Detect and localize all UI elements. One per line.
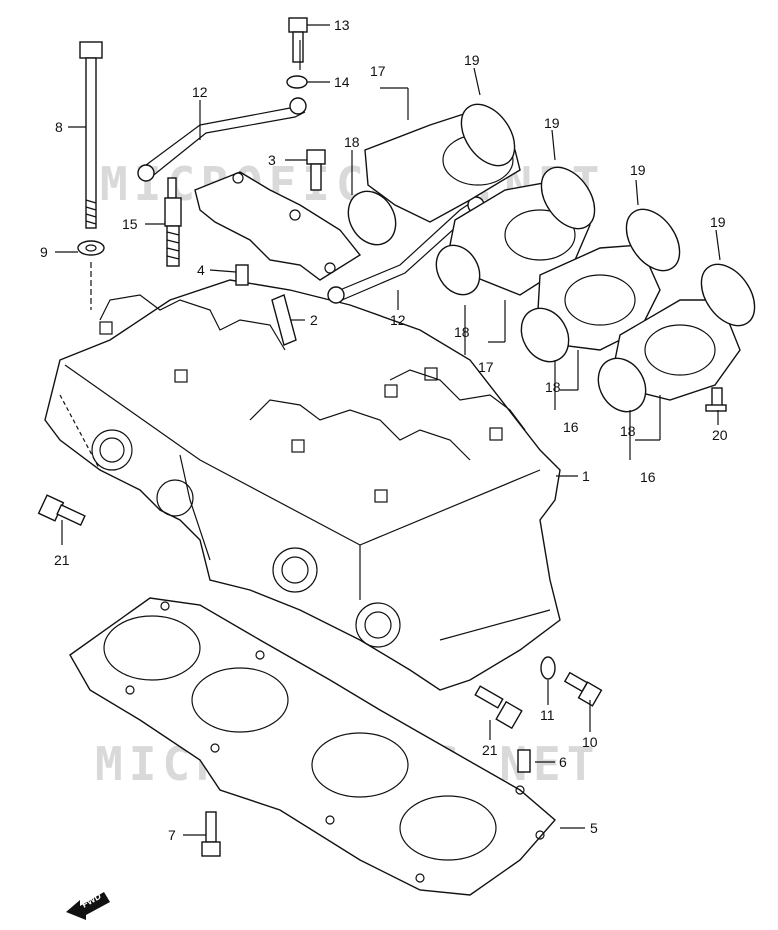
cam-holder bbox=[194, 171, 362, 281]
callout-12-top: 12 bbox=[192, 84, 208, 100]
o-ring-18-b bbox=[435, 244, 481, 296]
clamp-19-a bbox=[460, 103, 516, 167]
bolt-10 bbox=[563, 671, 603, 707]
dowel-pin-6 bbox=[517, 749, 531, 773]
washer-9 bbox=[77, 240, 105, 256]
callout-17-top: 17 bbox=[370, 63, 386, 79]
callout-19-c: 19 bbox=[630, 162, 646, 178]
callout-19-d: 19 bbox=[710, 214, 726, 230]
bolt-3 bbox=[306, 149, 326, 191]
callout-1: 1 bbox=[582, 468, 590, 484]
cylinder-head bbox=[44, 279, 561, 691]
leader-lines bbox=[55, 24, 721, 836]
breather-pipe-upper bbox=[137, 97, 307, 182]
callout-9: 9 bbox=[40, 244, 48, 260]
oil-guide-2 bbox=[271, 294, 297, 346]
callout-18-b: 18 bbox=[454, 324, 470, 340]
callout-6: 6 bbox=[559, 754, 567, 770]
screw-20 bbox=[705, 387, 727, 412]
cylinder-gasket bbox=[69, 597, 556, 896]
callout-19-b: 19 bbox=[544, 115, 560, 131]
fwd-arrow: FWD bbox=[66, 891, 110, 920]
callout-21-bottom: 21 bbox=[482, 742, 498, 758]
bolt-13 bbox=[288, 17, 308, 63]
callout-8: 8 bbox=[55, 119, 63, 135]
callout-20: 20 bbox=[712, 427, 728, 443]
bolt-21-left bbox=[37, 494, 86, 526]
clamp-19-b bbox=[540, 166, 596, 230]
callout-2: 2 bbox=[310, 312, 318, 328]
bolt-21-bottom bbox=[474, 685, 523, 730]
callout-7: 7 bbox=[168, 827, 176, 843]
callout-18-c: 18 bbox=[545, 379, 561, 395]
callout-18-a: 18 bbox=[344, 134, 360, 150]
callout-19-a: 19 bbox=[464, 52, 480, 68]
bolt-7 bbox=[201, 811, 221, 857]
washer-14 bbox=[286, 75, 308, 89]
callout-5: 5 bbox=[590, 820, 598, 836]
callouts: 1 2 3 4 5 6 7 8 9 10 11 12 12 13 14 15 1… bbox=[40, 17, 728, 843]
callout-4: 4 bbox=[197, 262, 205, 278]
callout-12-lower: 12 bbox=[390, 312, 406, 328]
o-ring-18-c bbox=[520, 307, 570, 363]
long-bolt bbox=[79, 41, 103, 229]
callout-3: 3 bbox=[268, 152, 276, 168]
callout-16-a: 16 bbox=[563, 419, 579, 435]
o-ring-18-d bbox=[597, 357, 647, 413]
dowel-pin-4 bbox=[235, 264, 249, 286]
o-ring-18-a bbox=[347, 190, 397, 246]
callout-11: 11 bbox=[540, 707, 555, 723]
callout-17-lower: 17 bbox=[478, 359, 494, 375]
callout-18-d: 18 bbox=[620, 423, 636, 439]
spark-plug bbox=[164, 177, 182, 267]
callout-15: 15 bbox=[122, 216, 138, 232]
callout-16-b: 16 bbox=[640, 469, 656, 485]
clamp-19-c bbox=[625, 208, 681, 272]
callout-14: 14 bbox=[334, 74, 350, 90]
clamp-19-d bbox=[700, 263, 756, 327]
washer-11 bbox=[540, 656, 556, 680]
callout-13: 13 bbox=[334, 17, 350, 33]
callout-21-left: 21 bbox=[54, 552, 70, 568]
callout-10: 10 bbox=[582, 734, 598, 750]
